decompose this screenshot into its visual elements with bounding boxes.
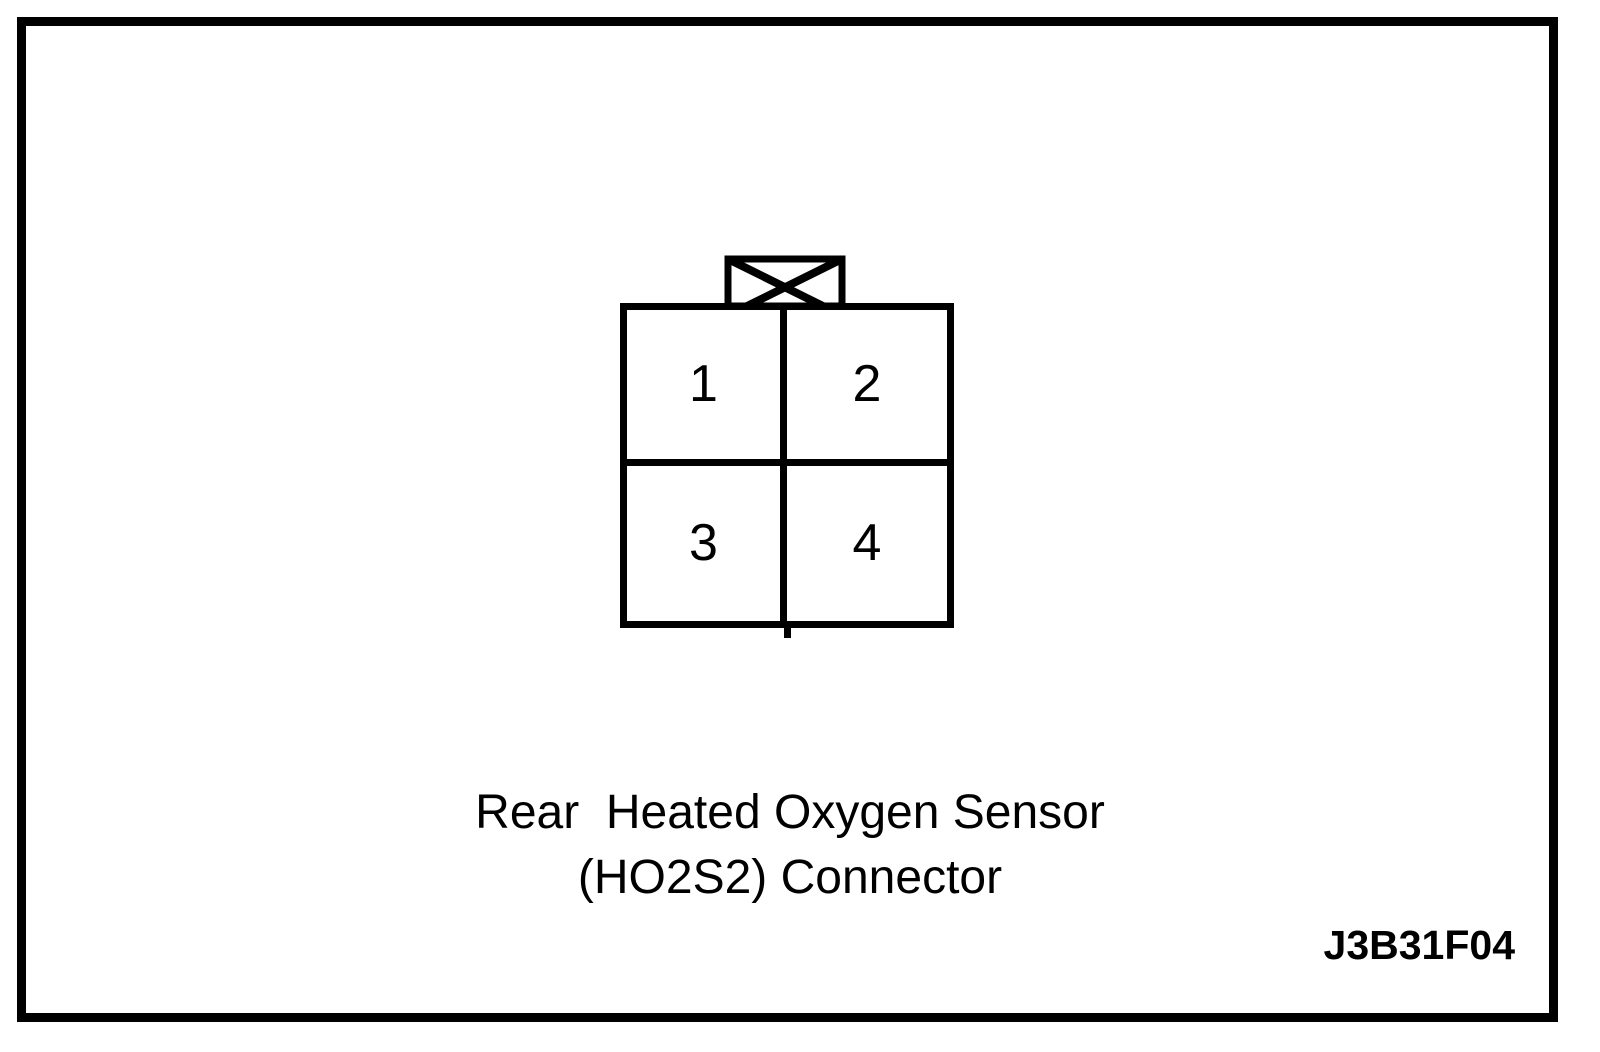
pin-number-4: 4 bbox=[852, 514, 882, 573]
figure-caption: Rear Heated Oxygen Sensor (HO2S2) Connec… bbox=[0, 780, 1590, 910]
pin-cell-3: 3 bbox=[627, 465, 787, 621]
pin-number-2: 2 bbox=[852, 355, 882, 414]
grid-divider-tail bbox=[784, 626, 791, 638]
pin-cell-4: 4 bbox=[787, 466, 947, 622]
pin-cell-2: 2 bbox=[787, 310, 947, 466]
pin-number-3: 3 bbox=[689, 514, 718, 573]
caption-line-2: (HO2S2) Connector bbox=[577, 851, 1003, 904]
caption-line-1: Rear Heated Oxygen Sensor bbox=[475, 786, 1105, 839]
connector-pin-grid: 1 2 3 4 bbox=[620, 303, 954, 628]
pin-number-1: 1 bbox=[689, 355, 718, 414]
pin-cell-1: 1 bbox=[627, 310, 787, 466]
figure-border bbox=[17, 17, 1558, 1022]
figure-code: J3B31F04 bbox=[1323, 922, 1515, 968]
